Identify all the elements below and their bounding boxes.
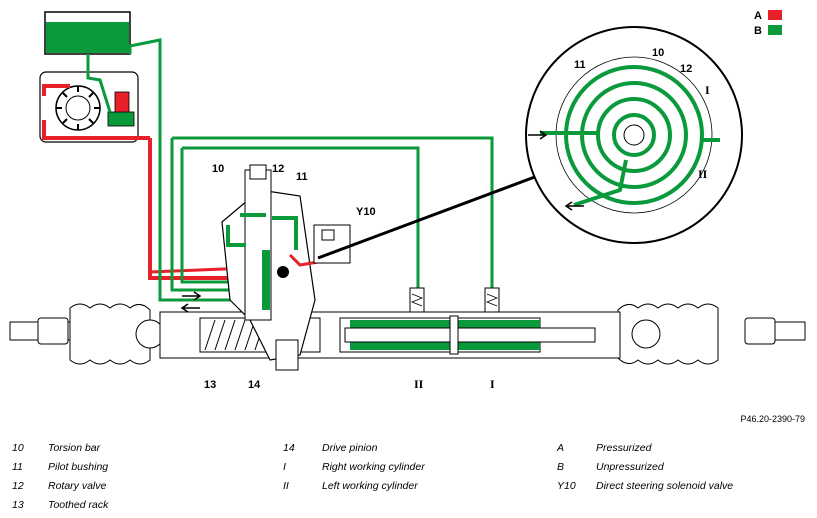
key-text: Pressurized bbox=[596, 442, 652, 454]
legend-swatch-pressurized bbox=[768, 10, 782, 20]
color-legend: A B bbox=[754, 10, 782, 37]
key-row: 10 Torsion bar 14 Drive pinion A Pressur… bbox=[0, 442, 817, 460]
key-num: 12 bbox=[12, 480, 24, 492]
key-num: 14 bbox=[283, 442, 295, 454]
key-num: B bbox=[557, 461, 565, 473]
zoom-label-i: I bbox=[705, 83, 710, 97]
rotary-valve-detail bbox=[525, 26, 743, 244]
key-num: II bbox=[283, 480, 289, 492]
key-text: Torsion bar bbox=[48, 442, 101, 454]
key-num: 13 bbox=[12, 499, 24, 511]
zoom-label-10: 10 bbox=[652, 47, 664, 59]
key-text: Left working cylinder bbox=[322, 480, 418, 492]
key-num: 10 bbox=[12, 442, 24, 454]
key-row: 12 Rotary valve II Left working cylinder… bbox=[0, 480, 817, 498]
return-lines bbox=[158, 136, 494, 302]
key-text: Unpressurized bbox=[596, 461, 664, 473]
zoom-label-11: 11 bbox=[574, 59, 586, 71]
label-right-cylinder: I bbox=[490, 377, 495, 391]
legend-key-b: B bbox=[754, 25, 762, 37]
key-text: Rotary valve bbox=[48, 480, 107, 492]
label-14: 14 bbox=[248, 379, 261, 391]
right-boot bbox=[617, 303, 719, 365]
key-row: 11 Pilot bushing I Right working cylinde… bbox=[0, 461, 817, 479]
label-12: 12 bbox=[272, 163, 284, 175]
steering-system-diagram: A B 10 12 11 Y10 13 14 II I 10 11 12 I I… bbox=[9, 10, 806, 391]
key-text: Right working cylinder bbox=[322, 461, 425, 473]
oil-reservoir bbox=[44, 11, 131, 55]
key-text: Drive pinion bbox=[322, 442, 378, 454]
label-left-cylinder: II bbox=[414, 377, 424, 391]
key-text: Pilot bushing bbox=[48, 461, 109, 473]
reference-code: P46.20-2390-79 bbox=[740, 414, 805, 424]
zoom-label-ii: II bbox=[698, 167, 708, 181]
zoom-label-12: 12 bbox=[680, 63, 692, 75]
key-num: 11 bbox=[12, 461, 23, 473]
key-num: I bbox=[283, 461, 286, 473]
pressure-line bbox=[148, 138, 248, 280]
key-text: Toothed rack bbox=[48, 499, 109, 511]
key-text: Direct steering solenoid valve bbox=[596, 480, 734, 492]
key-num: Y10 bbox=[557, 480, 576, 492]
legend-swatch-unpressurized bbox=[768, 25, 782, 35]
label-11: 11 bbox=[296, 171, 308, 183]
legend-key-a: A bbox=[754, 10, 762, 22]
rotary-valve-housing bbox=[221, 164, 319, 371]
power-steering-pump bbox=[39, 38, 162, 270]
label-13: 13 bbox=[204, 379, 216, 391]
solenoid-valve-y10 bbox=[313, 173, 541, 264]
label-10: 10 bbox=[212, 163, 224, 175]
key-row: 13 Toothed rack bbox=[0, 499, 817, 517]
label-y10: Y10 bbox=[356, 206, 376, 218]
left-boot bbox=[69, 303, 151, 365]
key-num: A bbox=[557, 442, 565, 454]
